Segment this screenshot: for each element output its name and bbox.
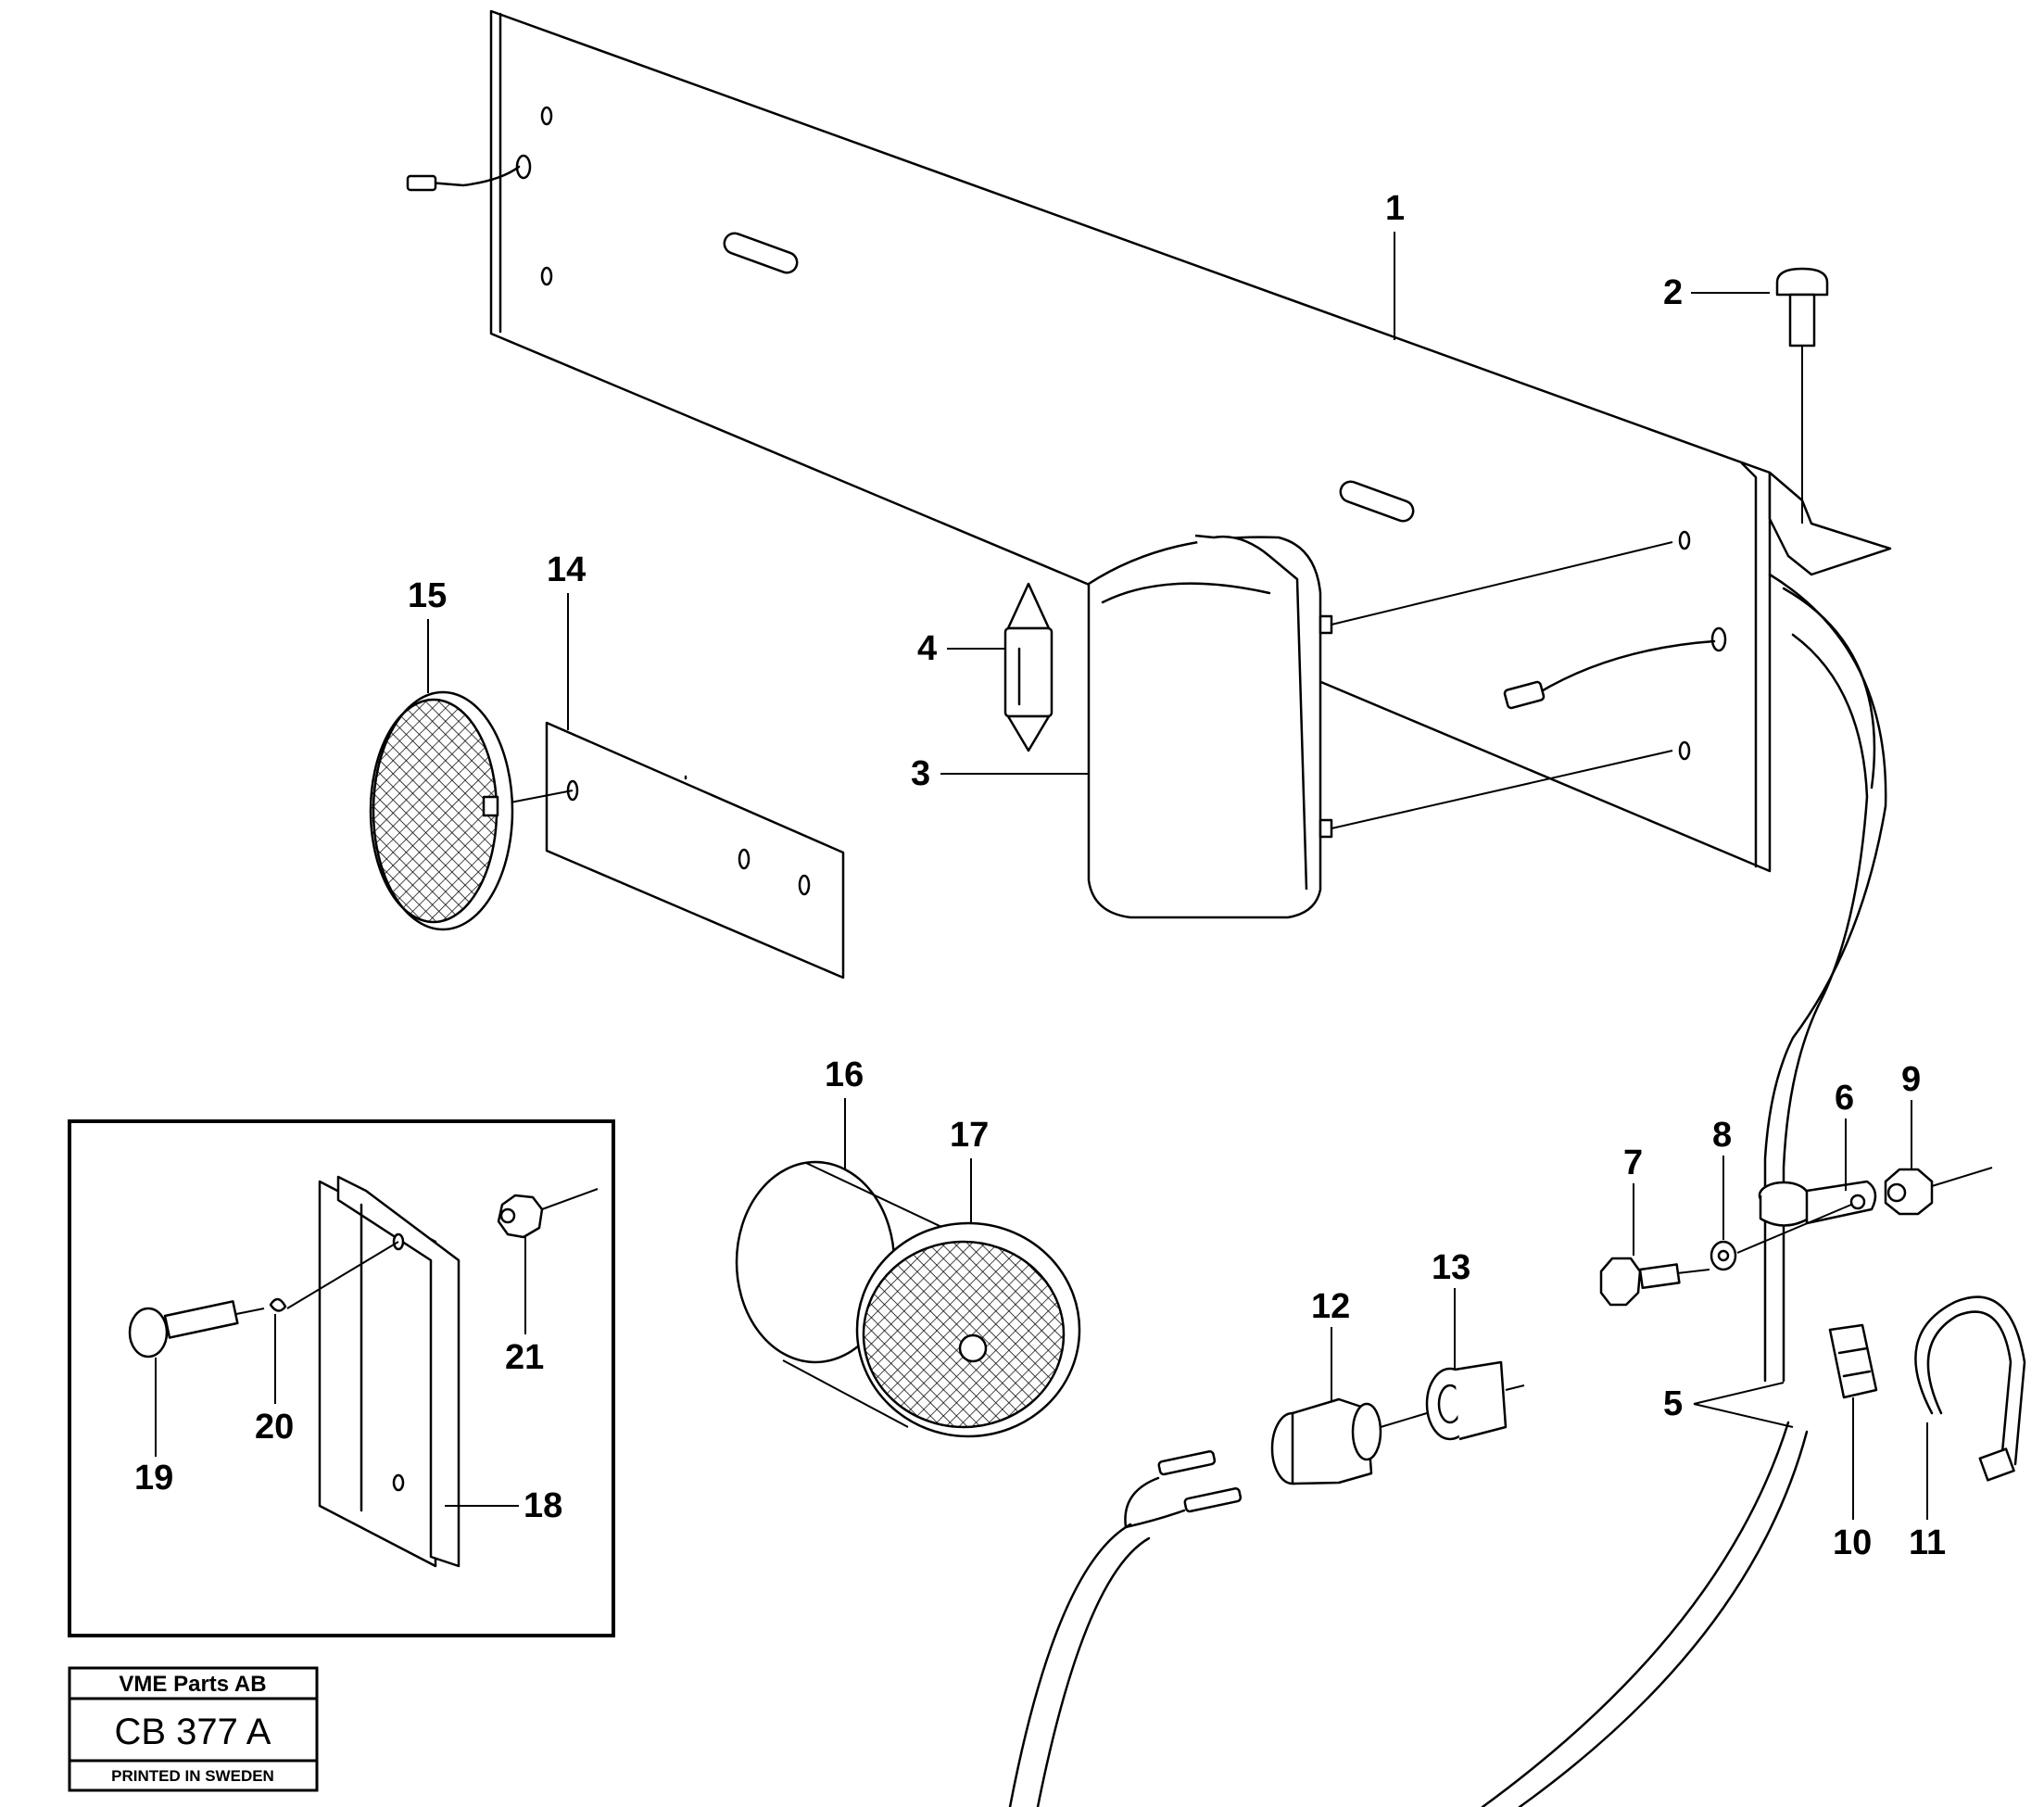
callout-9: 9: [1901, 1060, 1921, 1169]
callout-label: 5: [1663, 1384, 1683, 1423]
circular-reflector: [782, 1162, 1081, 1438]
callout-20: 20: [255, 1314, 294, 1447]
callout-label: 18: [524, 1486, 562, 1525]
stamp-footer: PRINTED IN SWEDEN: [111, 1767, 274, 1785]
callout-label: 1: [1385, 189, 1405, 228]
callout-10: 10: [1833, 1397, 1872, 1562]
callout-label: 15: [408, 576, 447, 615]
callout-label: 14: [547, 550, 586, 589]
callout-16: 16: [825, 1055, 864, 1169]
hex-bolt: [1599, 1257, 1710, 1307]
callout-2: 2: [1663, 273, 1770, 312]
callout-label: 9: [1901, 1060, 1921, 1099]
callout-3: 3: [911, 754, 1089, 793]
cable-clamp: [1758, 1180, 1877, 1227]
callout-label: 20: [255, 1408, 294, 1447]
callout-13: 13: [1432, 1248, 1470, 1369]
reflector-bracket: [490, 721, 845, 979]
callout-label: 21: [505, 1338, 544, 1377]
callout-label: 6: [1835, 1079, 1854, 1118]
callout-label: 7: [1623, 1144, 1643, 1182]
callout-21: 21: [505, 1237, 544, 1377]
round-reflector: [369, 690, 514, 931]
callout-label: 10: [1833, 1523, 1872, 1562]
bulb: [1003, 582, 1054, 752]
vertical-bracket: [318, 1175, 461, 1568]
callout-18: 18: [445, 1486, 562, 1525]
callout-17: 17: [950, 1116, 989, 1223]
cable-tie: [1914, 1295, 2026, 1482]
cable-clip: [1828, 1323, 1878, 1399]
washer: [269, 1297, 287, 1312]
inset-detail-box: [68, 1119, 615, 1637]
callout-8: 8: [1712, 1116, 1732, 1240]
callout-label: 8: [1712, 1116, 1732, 1155]
flat-washer: [1710, 1204, 1852, 1271]
callout-label: 12: [1311, 1287, 1350, 1326]
callout-7: 7: [1623, 1144, 1643, 1256]
callout-label: 11: [1909, 1523, 1946, 1562]
callout-12: 12: [1311, 1287, 1350, 1401]
publisher-stamp: VME Parts AB CB 377 A PRINTED IN SWEDEN: [68, 1666, 319, 1792]
callout-label: 4: [917, 629, 937, 668]
callout-19: 19: [134, 1358, 173, 1497]
callout-14: 14: [547, 550, 586, 730]
cable: [1008, 573, 1887, 1807]
callout-label: 2: [1663, 273, 1683, 312]
lamp-housing: [1087, 534, 1716, 919]
stamp-code: CB 377 A: [114, 1712, 271, 1752]
stamp-title: VME Parts AB: [119, 1672, 266, 1697]
callout-label: 13: [1432, 1248, 1470, 1287]
connector-housing: [1270, 1397, 1428, 1485]
callout-15: 15: [408, 576, 447, 693]
cable-terminals: [1124, 1450, 1243, 1529]
callout-label: 17: [950, 1116, 989, 1155]
callout-4: 4: [917, 629, 1005, 668]
callout-11: 11: [1909, 1422, 1946, 1562]
nut: [497, 1188, 599, 1239]
callout-5: 5: [1663, 1382, 1794, 1428]
mounting-plate: [406, 9, 1892, 873]
bolt: [128, 1300, 265, 1358]
callout-1: 1: [1385, 189, 1405, 340]
callout-label: 3: [911, 754, 930, 793]
callout-label: 16: [825, 1055, 864, 1094]
connector-nut: [1425, 1360, 1525, 1441]
screw: [1775, 267, 1829, 524]
callout-label: 19: [134, 1459, 173, 1497]
callout-6: 6: [1835, 1079, 1854, 1191]
lock-nut: [1884, 1167, 1993, 1216]
